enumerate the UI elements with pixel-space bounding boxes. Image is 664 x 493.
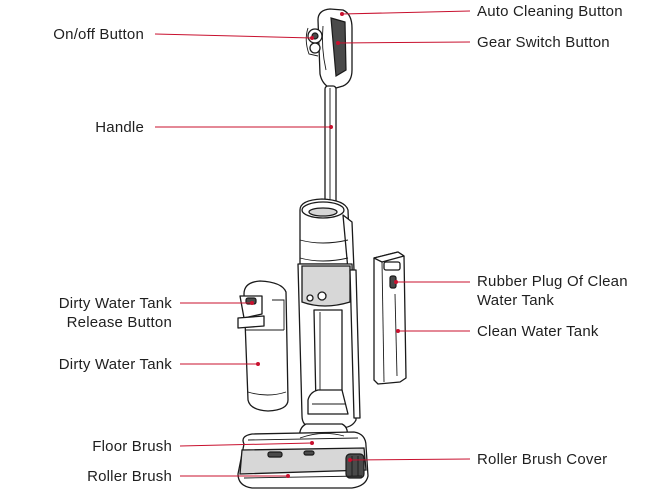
- leader-gear: [337, 41, 471, 44]
- floor-brush-head: [237, 431, 369, 489]
- auto-cleaning-button-text: Auto Cleaning Button: [477, 3, 623, 20]
- on-off-button-text: On/off Button: [53, 26, 144, 43]
- floor-brush-text: Floor Brush: [92, 438, 172, 455]
- dirty-water-tank-text: Dirty Water Tank: [58, 356, 172, 373]
- gear-switch-button-text: Gear Switch Button: [477, 34, 610, 51]
- handle-label: Handle: [95, 118, 144, 137]
- roller-brush-cover-text: Roller Brush Cover: [477, 451, 608, 468]
- vacuum-main-unit: [297, 8, 361, 441]
- roller-brush-cover-shape: [345, 453, 365, 479]
- leader-lines: [154, 10, 471, 478]
- leader-on-off: [154, 33, 313, 39]
- handle-grip: [305, 8, 353, 89]
- dirty-water-tank: [237, 280, 289, 412]
- roller-brush-text: Roller Brush: [87, 468, 172, 485]
- dirty-water-tank-label: Dirty Water Tank: [59, 355, 172, 374]
- auto-cleaning-button-label: Auto Cleaning Button: [477, 2, 623, 21]
- gear-switch-button-label: Gear Switch Button: [477, 33, 610, 52]
- leader-roller-cover: [349, 458, 471, 461]
- rubber-plug-label: Rubber Plug Of Clean Water Tank: [477, 272, 628, 310]
- dirty-tank-release-text-line2: Release Button: [66, 314, 172, 331]
- clean-water-tank-text: Clean Water Tank: [477, 323, 599, 340]
- clean-water-tank-label: Clean Water Tank: [477, 322, 599, 341]
- handle-pole: [324, 85, 337, 207]
- roller-brush-label: Roller Brush: [87, 467, 172, 486]
- leader-floor-brush: [179, 442, 313, 447]
- handle-text: Handle: [95, 119, 144, 136]
- rubber-plug-text-line1: Rubber Plug Of Clean: [477, 273, 628, 290]
- tank-bay-frame: [297, 263, 361, 429]
- rubber-plug-text-line2: Water Tank: [477, 292, 555, 309]
- dirty-tank-release-text-line1: Dirty Water Tank: [58, 295, 172, 312]
- roller-brush-cover-label: Roller Brush Cover: [477, 450, 607, 469]
- floor-brush-label: Floor Brush: [92, 437, 172, 456]
- on-off-button-label: On/off Button: [53, 25, 144, 44]
- motor-body: [299, 198, 355, 271]
- clean-water-tank: [373, 251, 407, 385]
- dirty-tank-release-label: Dirty Water Tank Release Button: [59, 294, 172, 332]
- leader-auto-clean: [341, 10, 471, 15]
